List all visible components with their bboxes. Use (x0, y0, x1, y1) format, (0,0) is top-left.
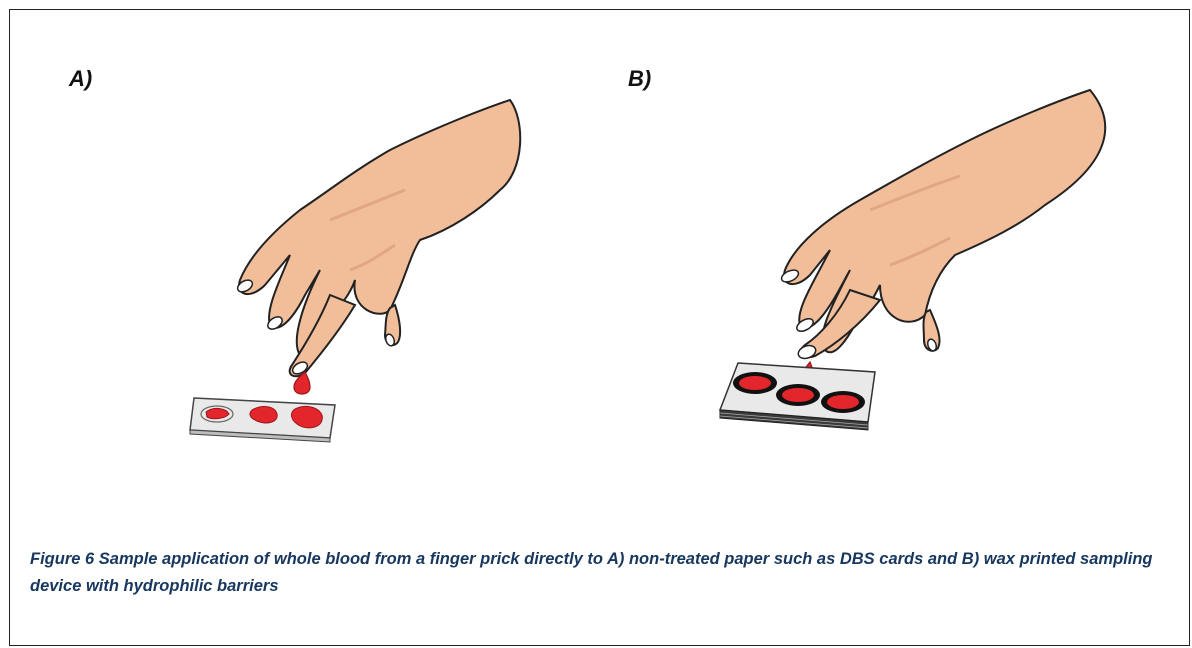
panel-a-illustration (180, 80, 540, 450)
figure-caption: Figure 6 Sample application of whole blo… (30, 546, 1180, 600)
panel-a-label: A) (69, 66, 92, 92)
hand-palm (784, 90, 1105, 352)
hand-illustration-a (236, 100, 521, 376)
paper-card-b (720, 363, 875, 430)
paper-card-a (190, 398, 335, 442)
panel-b-illustration (700, 80, 1150, 450)
hand-illustration-b (780, 90, 1105, 361)
panel-b-label: B) (628, 66, 651, 92)
